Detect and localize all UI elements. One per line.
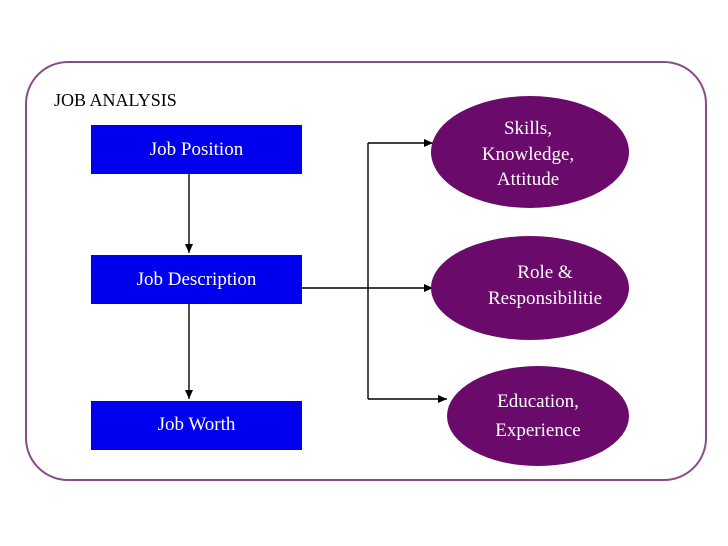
ellipse-skills-line-1: Skills, bbox=[504, 118, 552, 139]
box-job-position-label: Job Position bbox=[150, 139, 244, 160]
ellipse-education-line-1: Education, bbox=[497, 391, 579, 412]
box-job-position: Job Position bbox=[91, 125, 302, 174]
ellipse-role: Role & Responsibilitie bbox=[431, 236, 629, 340]
box-job-description: Job Description bbox=[91, 255, 302, 304]
diagram-title: JOB ANALYSIS bbox=[54, 90, 177, 110]
box-job-description-label: Job Description bbox=[137, 269, 257, 290]
box-job-worth-shape bbox=[91, 401, 302, 450]
box-job-worth-label: Job Worth bbox=[158, 414, 236, 435]
ellipse-role-line-2: Responsibilitie bbox=[488, 288, 602, 309]
ellipse-education-shape bbox=[447, 366, 629, 466]
box-job-position-shape bbox=[91, 125, 302, 174]
ellipse-education: Education, Experience bbox=[447, 366, 629, 466]
box-job-worth: Job Worth bbox=[91, 401, 302, 450]
ellipse-skills: Skills, Knowledge, Attitude bbox=[431, 96, 629, 208]
ellipse-education-line-2: Experience bbox=[495, 420, 580, 441]
ellipse-skills-shape bbox=[431, 96, 629, 208]
ellipse-skills-line-2: Knowledge, bbox=[482, 144, 574, 165]
ellipse-role-line-1: Role & bbox=[517, 262, 573, 283]
ellipse-skills-line-3: Attitude bbox=[497, 169, 559, 190]
box-job-description-shape bbox=[91, 255, 302, 304]
ellipse-role-shape bbox=[431, 236, 629, 340]
